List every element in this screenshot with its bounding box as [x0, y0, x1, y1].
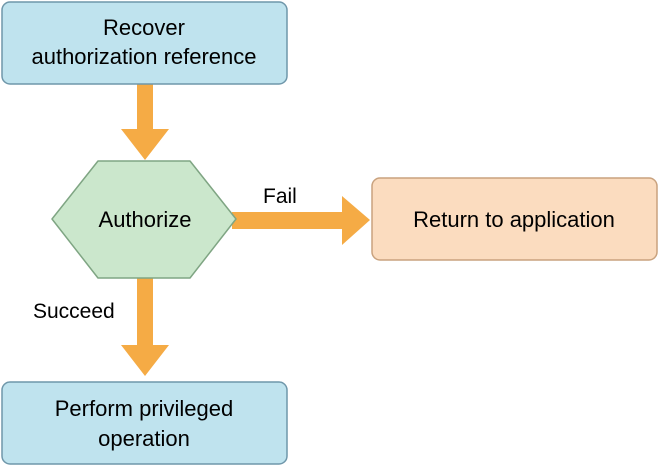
arrow-shaft: [137, 278, 153, 346]
arrow-recover-to-authorize: [121, 84, 169, 160]
arrow-head: [121, 129, 169, 160]
node-label-line-2: operation: [98, 426, 190, 451]
edge-label-succeed: Succeed: [33, 300, 115, 323]
arrow-authorize-to-return: [232, 196, 370, 245]
node-label-line-1: Perform privileged: [55, 396, 234, 421]
arrow-shaft: [232, 212, 344, 229]
node-box: [371, 177, 658, 261]
arrow-head: [121, 345, 169, 376]
node-perform-privileged-operation: Perform privileged operation: [1, 381, 288, 465]
arrow-authorize-to-perform: [121, 278, 169, 376]
arrow-shaft: [137, 84, 153, 130]
node-box: [1, 381, 288, 465]
node-recover-authorization-reference: Recover authorization reference: [1, 1, 288, 85]
node-label: Return to application: [413, 207, 615, 232]
node-return-to-application: Return to application: [371, 177, 658, 261]
node-box: [1, 1, 288, 85]
node-label-line-1: Recover: [103, 15, 185, 40]
node-label: Authorize: [99, 207, 192, 232]
node-authorize: Authorize: [51, 160, 237, 279]
decision-diamond: [51, 160, 237, 279]
node-label-line-2: authorization reference: [31, 44, 256, 69]
arrow-head: [342, 196, 370, 245]
edge-label-fail: Fail: [263, 185, 297, 208]
